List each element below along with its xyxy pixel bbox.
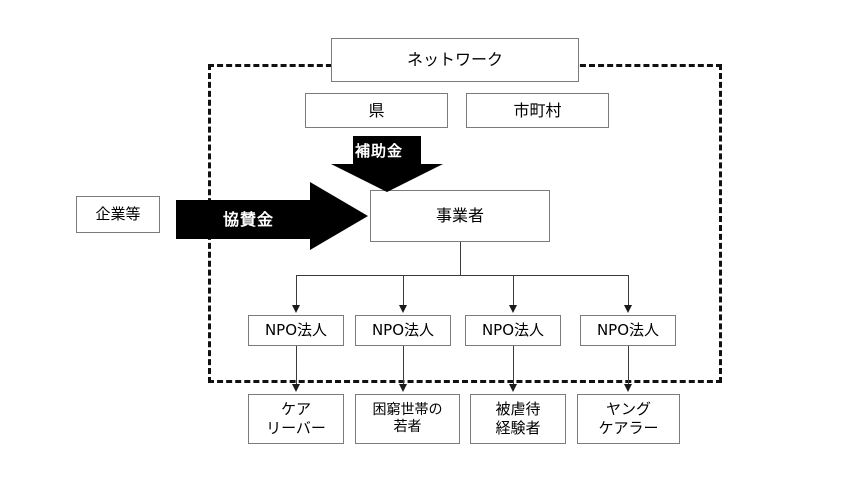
node-beneficiary-3-line1: 被虐待 — [495, 400, 541, 419]
node-npo-3[interactable]: NPO法人 — [465, 315, 561, 346]
subsidy-arrow-shape — [331, 136, 443, 192]
arrowhead-to-npo1 — [292, 305, 300, 313]
node-npo-2-label: NPO法人 — [371, 321, 435, 340]
node-beneficiary-1-line1: ケア — [280, 400, 311, 419]
connector-npo4-to-beneficiary4 — [628, 346, 629, 386]
node-beneficiary-4-line2: ケアラー — [598, 419, 659, 437]
node-municipality-label: 市町村 — [513, 100, 562, 120]
node-company[interactable]: 企業等 — [76, 196, 160, 233]
flow-arrow-subsidy-label: 補助金 — [355, 142, 404, 160]
node-prefecture-label: 県 — [368, 100, 385, 120]
connector-to-npo3 — [513, 275, 514, 307]
arrowhead-to-beneficiary-4 — [624, 384, 632, 392]
arrowhead-to-npo3 — [509, 305, 517, 313]
node-network-label: ネットワーク — [406, 50, 503, 69]
connector-npo3-to-beneficiary3 — [513, 346, 514, 386]
node-company-label: 企業等 — [95, 205, 141, 224]
node-beneficiary-1-label: ケア リーバー — [266, 400, 326, 438]
connector-to-npo4 — [628, 275, 629, 307]
arrowhead-to-beneficiary-3 — [509, 384, 517, 392]
connector-to-npo1 — [296, 275, 297, 307]
node-npo-1[interactable]: NPO法人 — [248, 315, 344, 346]
arrowhead-to-npo2 — [399, 305, 407, 313]
arrowhead-to-beneficiary-2 — [399, 384, 407, 392]
node-beneficiary-3-line2: 経験者 — [495, 419, 541, 437]
flow-arrow-sponsorship: 協賛金 — [176, 182, 368, 250]
connector-npo1-to-beneficiary1 — [296, 346, 297, 386]
arrowhead-to-npo4 — [624, 305, 632, 313]
flow-arrow-sponsorship-label: 協賛金 — [223, 210, 275, 229]
node-prefecture[interactable]: 県 — [305, 93, 448, 128]
sponsorship-arrow-shape — [176, 182, 368, 250]
node-beneficiary-1-line2: リーバー — [266, 419, 326, 437]
node-municipality[interactable]: 市町村 — [466, 93, 609, 128]
node-beneficiary-1[interactable]: ケア リーバー — [248, 394, 344, 444]
connector-operator-stem — [460, 242, 461, 275]
flow-arrow-subsidy: 補助金 — [331, 136, 443, 192]
node-beneficiary-3[interactable]: 被虐待 経験者 — [470, 394, 566, 444]
connector-to-npo2 — [403, 275, 404, 307]
node-beneficiary-2[interactable]: 困窮世帯の 若者 — [355, 394, 460, 444]
node-beneficiary-4-line1: ヤング — [605, 400, 651, 419]
node-npo-3-label: NPO法人 — [481, 321, 545, 340]
node-operator-label: 事業者 — [435, 206, 484, 225]
node-network[interactable]: ネットワーク — [331, 38, 579, 82]
node-beneficiary-2-label: 困窮世帯の 若者 — [373, 402, 443, 437]
node-operator[interactable]: 事業者 — [370, 190, 550, 242]
connector-distribution-bar — [296, 275, 629, 276]
node-npo-4[interactable]: NPO法人 — [580, 315, 676, 346]
node-npo-4-label: NPO法人 — [596, 321, 660, 340]
connector-npo2-to-beneficiary2 — [403, 346, 404, 386]
node-npo-1-label: NPO法人 — [264, 321, 328, 340]
node-npo-2[interactable]: NPO法人 — [355, 315, 451, 346]
node-beneficiary-4-label: ヤング ケアラー — [598, 400, 658, 438]
arrowhead-to-beneficiary-1 — [292, 384, 300, 392]
node-beneficiary-2-line2: 若者 — [393, 419, 422, 435]
node-beneficiary-4[interactable]: ヤング ケアラー — [577, 394, 680, 444]
node-beneficiary-2-line1: 困窮世帯の — [372, 401, 443, 418]
node-beneficiary-3-label: 被虐待 経験者 — [495, 400, 540, 438]
